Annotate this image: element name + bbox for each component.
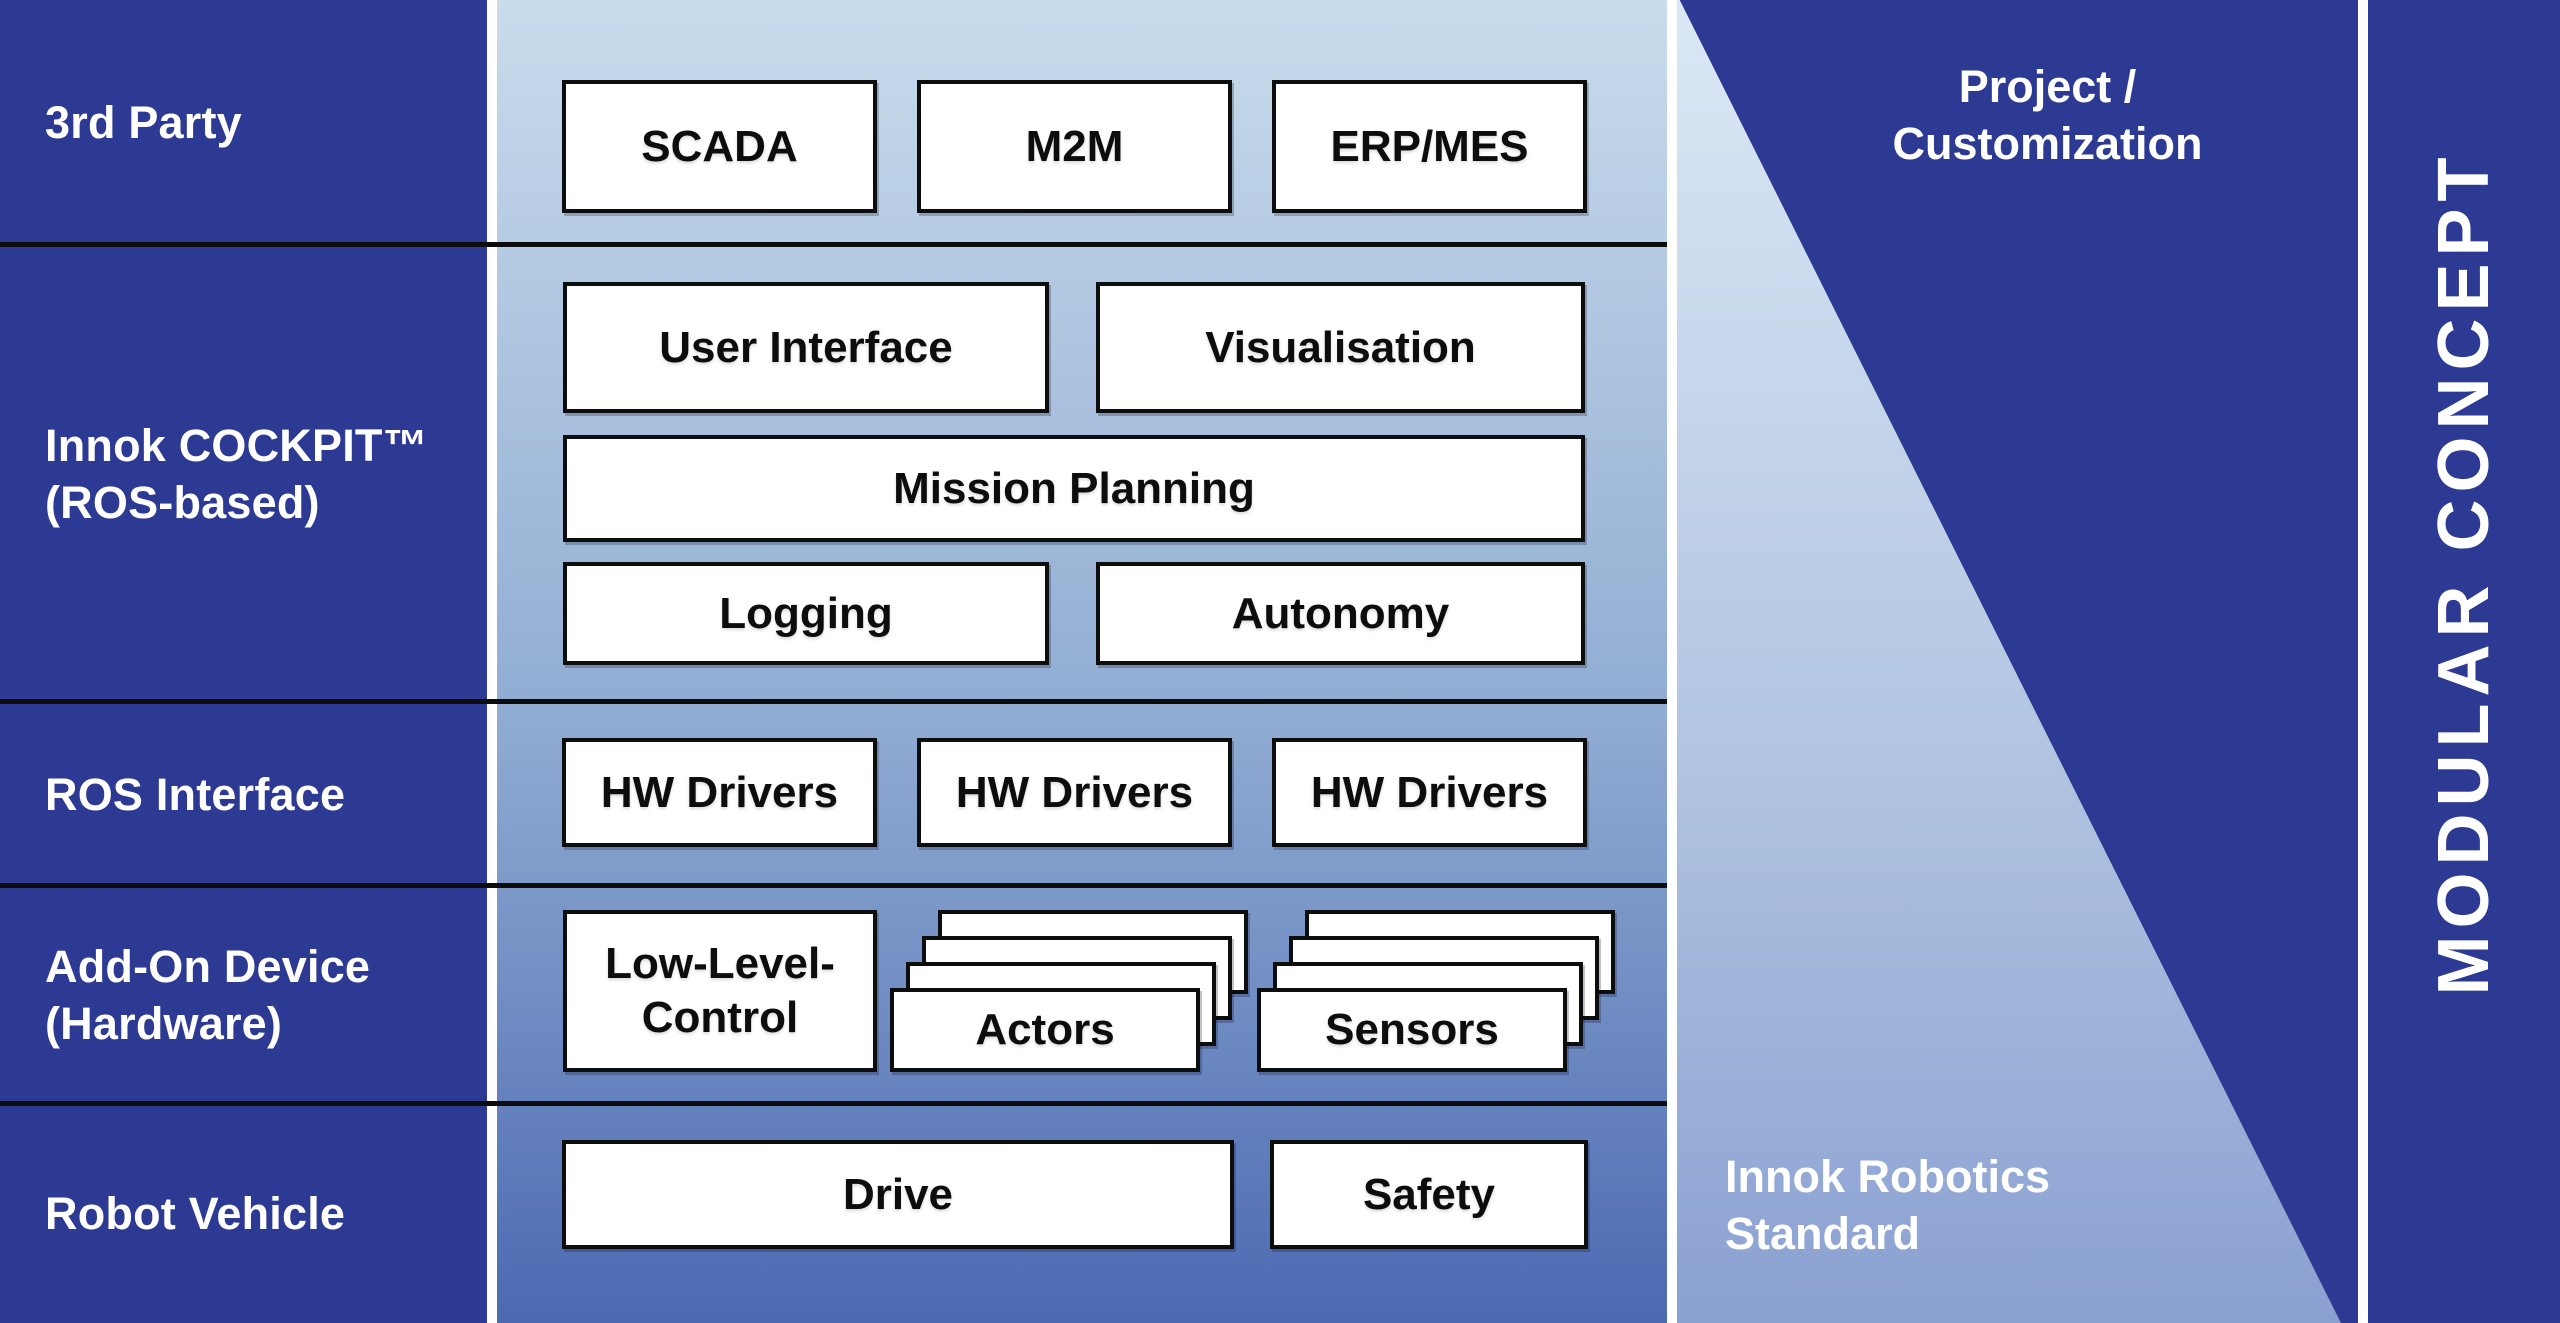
row-divider	[0, 242, 1667, 247]
modular-concept-sidebar: MODULAR CONCEPT	[2368, 0, 2560, 1323]
customization-wedge-panel: Project / Customization Innok Robotics S…	[1677, 0, 2358, 1323]
box-drive: Drive	[562, 1140, 1234, 1249]
row-label-text: (Hardware)	[45, 998, 283, 1049]
row-label-text: Robot Vehicle	[45, 1188, 346, 1239]
box-label: SCADA	[641, 121, 798, 171]
box-label: Low-Level- Control	[605, 937, 835, 1045]
layer-labels-column: 3rd Party Innok COCKPIT™ (ROS-based) ROS…	[0, 0, 487, 1323]
box-label: HW Drivers	[955, 767, 1194, 817]
box-scada: SCADA	[562, 80, 877, 213]
box-label: Autonomy	[1231, 588, 1450, 638]
box-hw-drivers-1: HW Drivers	[562, 738, 877, 847]
row-label-ros-interface: ROS Interface	[0, 702, 487, 886]
project-customization-triangle	[1679, 0, 2358, 1323]
row-label-text: ROS Interface	[45, 768, 346, 820]
project-label-line: Customization	[1892, 118, 2203, 169]
box-visualisation: Visualisation	[1096, 282, 1585, 413]
box-label: HW Drivers	[600, 767, 839, 817]
box-safety: Safety	[1270, 1140, 1588, 1249]
box-label-line: Control	[641, 993, 799, 1042]
box-logging: Logging	[563, 562, 1049, 665]
row-label-text: Innok COCKPIT™	[45, 419, 428, 471]
actors-stack: Actors	[890, 910, 1248, 1072]
box-label: Actors	[975, 1005, 1115, 1054]
box-label: Mission Planning	[893, 463, 1255, 513]
box-label: Sensors	[1325, 1005, 1499, 1054]
box-label: Drive	[842, 1169, 954, 1219]
box-label: HW Drivers	[1310, 767, 1549, 817]
box-erp-mes: ERP/MES	[1272, 80, 1587, 213]
project-label-line: Project /	[1958, 61, 2137, 112]
box-label-line: Low-Level-	[605, 939, 835, 988]
box-autonomy: Autonomy	[1096, 562, 1585, 665]
row-divider	[0, 699, 1667, 704]
project-customization-label: Project / Customization	[1737, 58, 2358, 172]
modular-concept-title: MODULAR CONCEPT	[2424, 150, 2504, 996]
row-label-addon-device: Add-On Device (Hardware)	[0, 886, 487, 1104]
sensors-stack: Sensors	[1257, 910, 1615, 1072]
standard-label-line: Innok Robotics	[1725, 1151, 2050, 1202]
row-label-robot-vehicle: Robot Vehicle	[0, 1104, 487, 1323]
box-actors: Actors	[890, 988, 1200, 1072]
row-label-text: (ROS-based)	[45, 476, 320, 528]
box-label: Visualisation	[1205, 322, 1476, 372]
box-sensors: Sensors	[1257, 988, 1567, 1072]
box-label: Logging	[719, 588, 893, 638]
row-label-text: Add-On Device	[45, 941, 371, 992]
row-divider	[0, 1101, 1667, 1106]
box-hw-drivers-3: HW Drivers	[1272, 738, 1587, 847]
architecture-stack-column: SCADA M2M ERP/MES User Interface Visuali…	[497, 0, 1667, 1323]
box-label: ERP/MES	[1330, 121, 1529, 171]
box-user-interface: User Interface	[563, 282, 1049, 413]
standard-label-line: Standard	[1725, 1208, 1921, 1259]
box-label: User Interface	[659, 322, 953, 372]
box-low-level-control: Low-Level- Control	[563, 910, 877, 1072]
row-divider	[0, 883, 1667, 888]
box-label: M2M	[1025, 121, 1124, 171]
box-m2m: M2M	[917, 80, 1232, 213]
box-label: Safety	[1362, 1169, 1496, 1219]
innok-standard-label: Innok Robotics Standard	[1725, 1148, 2050, 1262]
box-mission-planning: Mission Planning	[563, 435, 1585, 542]
row-label-third-party: 3rd Party	[0, 0, 487, 245]
row-label-text: 3rd Party	[45, 97, 242, 148]
box-hw-drivers-2: HW Drivers	[917, 738, 1232, 847]
row-label-cockpit: Innok COCKPIT™ (ROS-based)	[0, 245, 487, 702]
